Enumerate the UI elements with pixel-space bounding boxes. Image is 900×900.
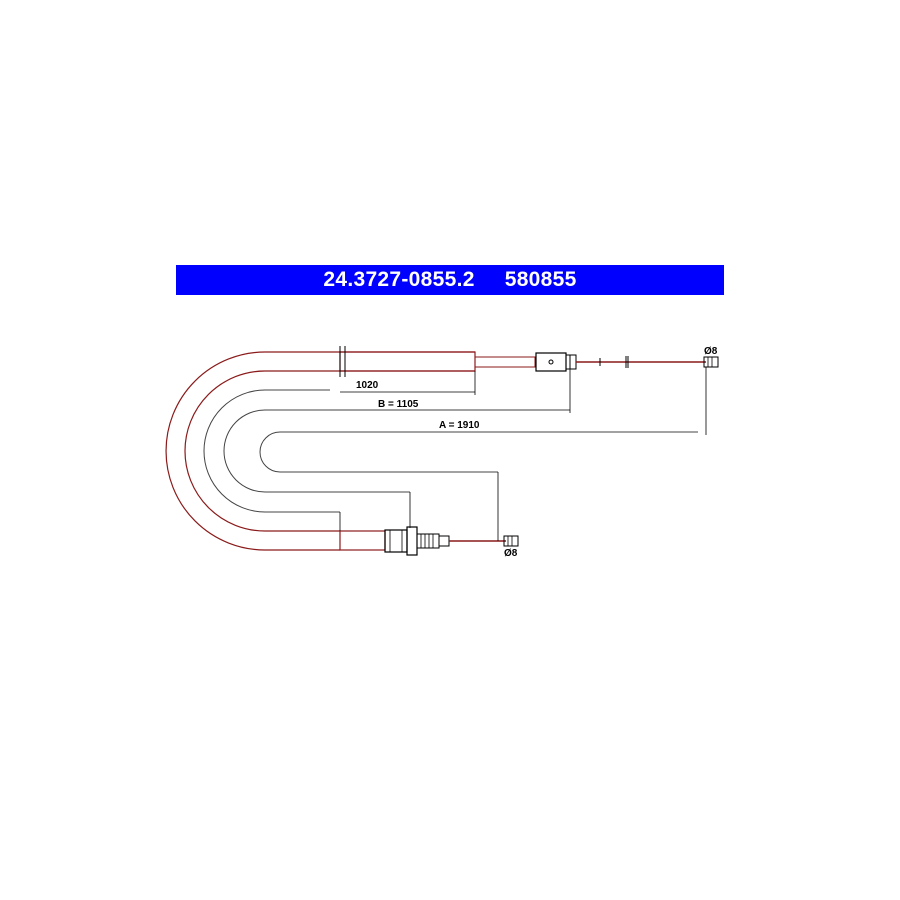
bottom-fitting-cap <box>438 535 450 547</box>
cable-core-path-2 <box>223 409 410 493</box>
reference-number: 580855 <box>504 268 577 291</box>
dim-diameter-bottom-label: Ø8 <box>504 548 518 559</box>
cable-core-path-3 <box>259 431 698 473</box>
cable-sheath-inner <box>184 370 475 532</box>
top-transition-sleeve <box>474 356 536 368</box>
top-cable-nipple <box>703 356 719 368</box>
dim-b-label: B = 1105 <box>378 399 419 410</box>
top-fitting-hole <box>548 359 554 365</box>
part-number-banner: 24.3727-0855.2 580855 <box>176 265 724 295</box>
top-fitting-body <box>535 352 567 372</box>
bottom-sheath <box>339 530 386 551</box>
bottom-fitting-nut <box>406 526 418 556</box>
top-fitting-collar <box>565 354 577 370</box>
dim-diameter-top-label: Ø8 <box>704 346 718 357</box>
dim-a-label: A = 1910 <box>439 420 480 431</box>
bottom-cable-nipple <box>503 535 519 547</box>
cable-core-path-1 <box>203 389 340 513</box>
part-number: 24.3727-0855.2 <box>323 268 475 291</box>
dim-1020-label: 1020 <box>356 380 379 391</box>
cable-sheath-outer <box>165 351 475 551</box>
top-sheath <box>339 351 476 372</box>
bottom-fitting-body <box>384 529 408 553</box>
bottom-fitting-spring <box>416 533 440 549</box>
